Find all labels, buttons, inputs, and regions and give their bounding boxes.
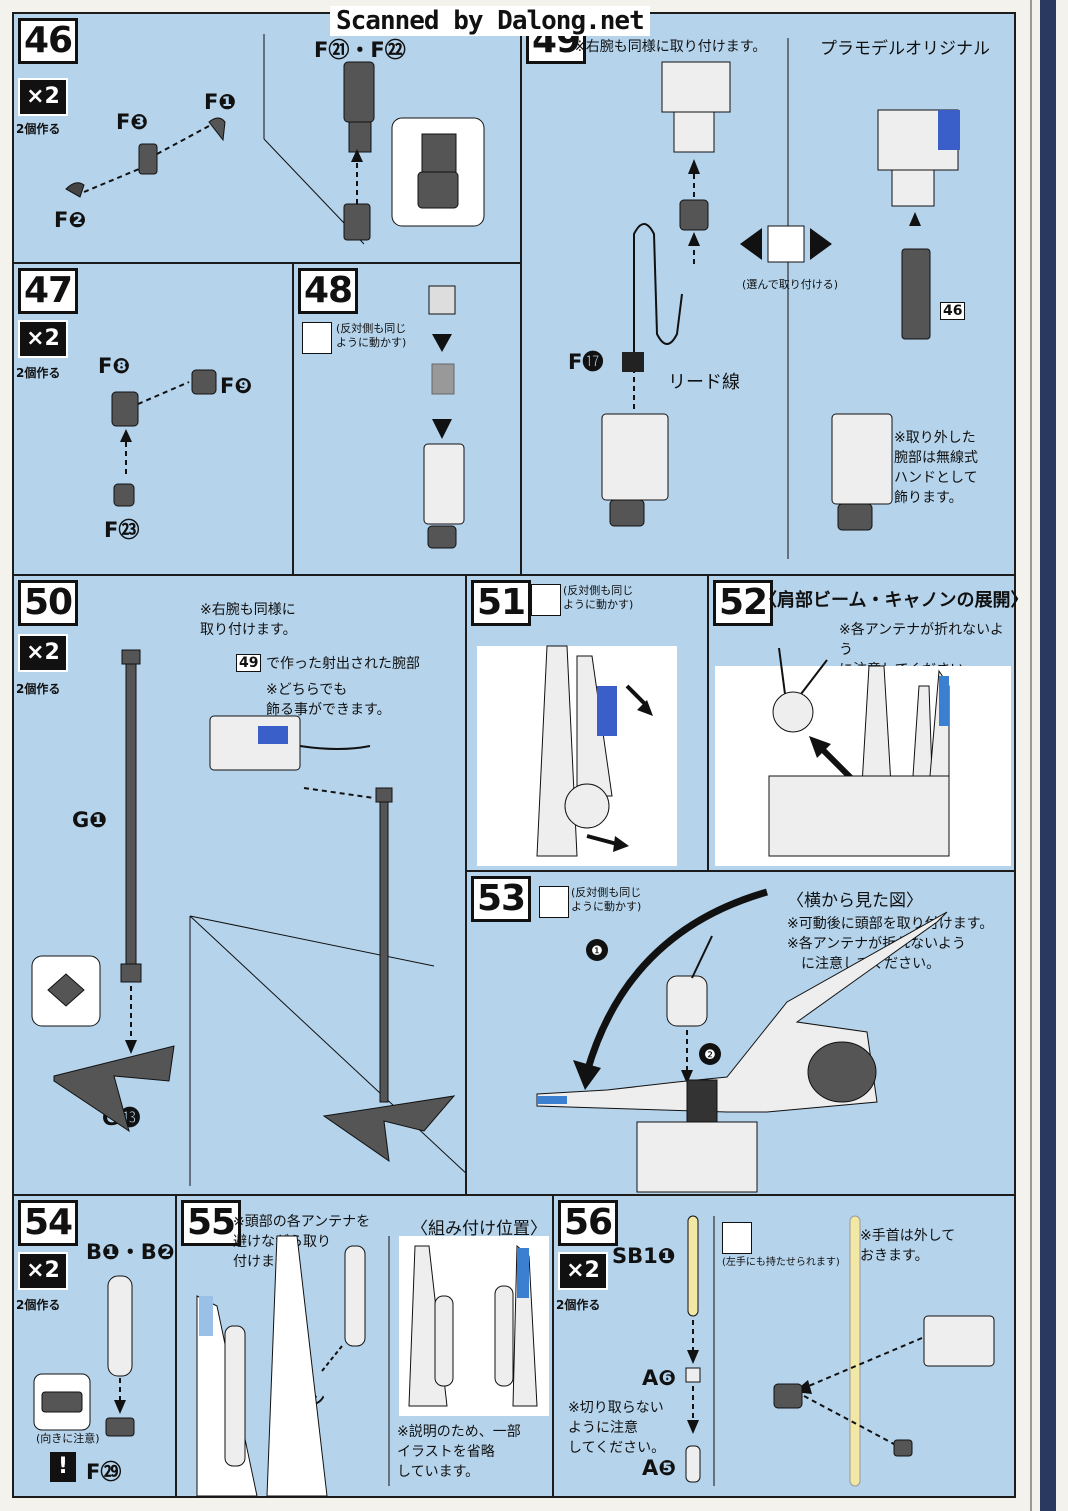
rotate-icon [302,322,332,354]
step-48-illustration [423,285,465,549]
opposite-side-note: (反対側も同じ ように動かす) [571,886,642,913]
make-count: 2個作る [16,1298,61,1312]
caution-mark: ! [50,1452,76,1482]
opposite-side-note: (反対側も同じ ように動かす) [336,322,407,349]
either-display-note: ※どちらでも 飾る事ができます。 [266,682,391,718]
step-46-panel: 46 ×2 2個作る F❶ F❸ F❷ F㉑・F㉒ [12,12,522,264]
step-56-panel: 56 ×2 2個作る SB1❶ A❻ ※切り取らない ように注意 してください。… [552,1194,1016,1498]
hand-swap-icon [722,1222,752,1254]
step-number: 50 [18,580,79,626]
avoid-antenna-note: ※頭部の各アンテナを 避けながら取り 付けます。 [233,1214,371,1270]
step-55-illustration [196,1235,549,1497]
step-number: 52 [713,580,774,626]
part-f21-22: F㉑・F㉒ [314,38,406,62]
assembly-position-title: 〈組み付け位置〉 [411,1219,547,1239]
step-55-panel: 55 ※頭部の各アンテナを 避けながら取り 付けます。 〈組み付け位置〉 パチン… [175,1194,554,1498]
arrow-1-number: ❶ [591,944,603,959]
step-54-panel: 54 ×2 2個作る B❶・B❷ (向きに注意) ! F㉙ [12,1194,177,1498]
part-f1: F❶ [204,90,237,114]
part-f2: F❷ [54,208,87,232]
step-47-illustration [111,369,217,507]
step-51-illustration [477,645,677,866]
times-badge: ×2 [18,1252,68,1290]
page-edge-bar [1040,0,1056,1511]
ejected-arm-note: で作った射出された腕部 [266,656,420,672]
scan-banner: Scanned by Dalong.net [330,6,650,36]
rotate-icon [531,584,561,616]
shoulder-beam-cannon-title: 〈肩部ビーム・キャノンの展開〉 [759,590,1029,611]
part-f9: F❾ [220,374,253,398]
step-52-panel: 52 〈肩部ビーム・キャノンの展開〉 ※各アンテナが折れないよう に注意してくだ… [707,574,1028,872]
step-47-panel: 47 ×2 2個作る F❽ F❾ F㉓ [12,262,294,576]
step-50-illustration [31,649,470,1186]
part-f3: F❸ [116,110,149,134]
step-ref-46: 46 [940,302,966,320]
step-49-panel: 49 ※右腕も同様に取り付けます。 プラモデルオリジナル (選んで取り付ける) … [520,12,1016,576]
lead-wire-label: リード線 [668,372,740,393]
times-badge: ×2 [558,1252,608,1290]
choose-note: (選んで取り付ける) [742,278,839,291]
part-b1-b2: B❶・B❷ [86,1240,175,1264]
step-56-illustration [685,1215,995,1487]
times-badge: ×2 [18,320,68,358]
part-f29: F㉙ [86,1460,122,1484]
side-view-title: 〈横から見た図〉 [787,891,923,911]
step-number: 54 [18,1200,79,1246]
times-badge: ×2 [18,78,68,116]
page-edge-line [1030,0,1032,1511]
opposite-side-note: (反対側も同じ ように動かす) [563,584,634,611]
step-53-panel: 53 (反対側も同じ ように動かす) 〈横から見た図〉 ※可動後に頭部を取り付け… [465,870,1016,1196]
step-50-panel: 50 ×2 2個作る ※右腕も同様に 取り付けます。 49 で作った射出された腕… [12,574,470,1196]
omitted-illustration-note: ※説明のため、一部 イラストを省略 しています。 [397,1424,521,1480]
step-51-panel: 51 (反対側も同じ ように動かす) [465,574,709,872]
step-48-panel: 48 (反対側も同じ ように動かす) [292,262,522,576]
step-53-illustration: ❶ ❷ [536,888,948,1193]
arrow-2-number: ❷ [704,1048,716,1063]
part-f23: F㉓ [104,518,140,542]
make-count: 2個作る [16,122,61,136]
step-number: 53 [471,876,532,922]
step-number: 51 [471,580,532,626]
instruction-sheet: 46 ×2 2個作る F❶ F❸ F❷ F㉑・F㉒ 47 ×2 2個作る [12,12,1028,1498]
step-number: 56 [558,1200,619,1246]
do-not-cut-note: ※切り取らない ように注意 してください。 [568,1400,666,1456]
direction-caution: (向きに注意) [36,1432,100,1445]
remove-wrist-note: ※手首は外して おきます。 [860,1228,956,1264]
make-count: 2個作る [16,366,61,380]
times-badge: ×2 [18,634,68,672]
right-arm-note: ※右腕も同様に取り付けます。 [574,39,767,55]
step-ref-49: 49 [236,654,262,672]
step-46-illustration [65,34,485,245]
step-49-illustration [601,38,960,559]
part-f17: F⓱ [568,350,604,374]
rotate-icon [539,886,569,918]
step-54-illustration [33,1275,135,1437]
right-arm-note: ※右腕も同様に 取り付けます。 [200,602,297,638]
step-number: 48 [298,268,359,314]
removed-arm-note: ※取り外した 腕部は無線式 ハンドとして 飾ります。 [894,430,978,506]
step-number: 47 [18,268,79,314]
step-52-illustration [715,647,1011,866]
part-a5: A❺ [642,1456,677,1480]
make-count: 2個作る [556,1298,601,1312]
step-number: 46 [18,18,79,64]
part-a6: A❻ [642,1366,677,1390]
make-count: 2個作る [16,682,61,696]
plamodel-original: プラモデルオリジナル [820,39,990,59]
part-f8: F❽ [98,354,131,378]
step-number: 55 [181,1200,242,1246]
part-g1: G❶ [72,808,108,832]
part-sb1: SB1❶ [612,1244,676,1268]
left-hand-note: (左手にも持たせられます) [722,1257,840,1268]
